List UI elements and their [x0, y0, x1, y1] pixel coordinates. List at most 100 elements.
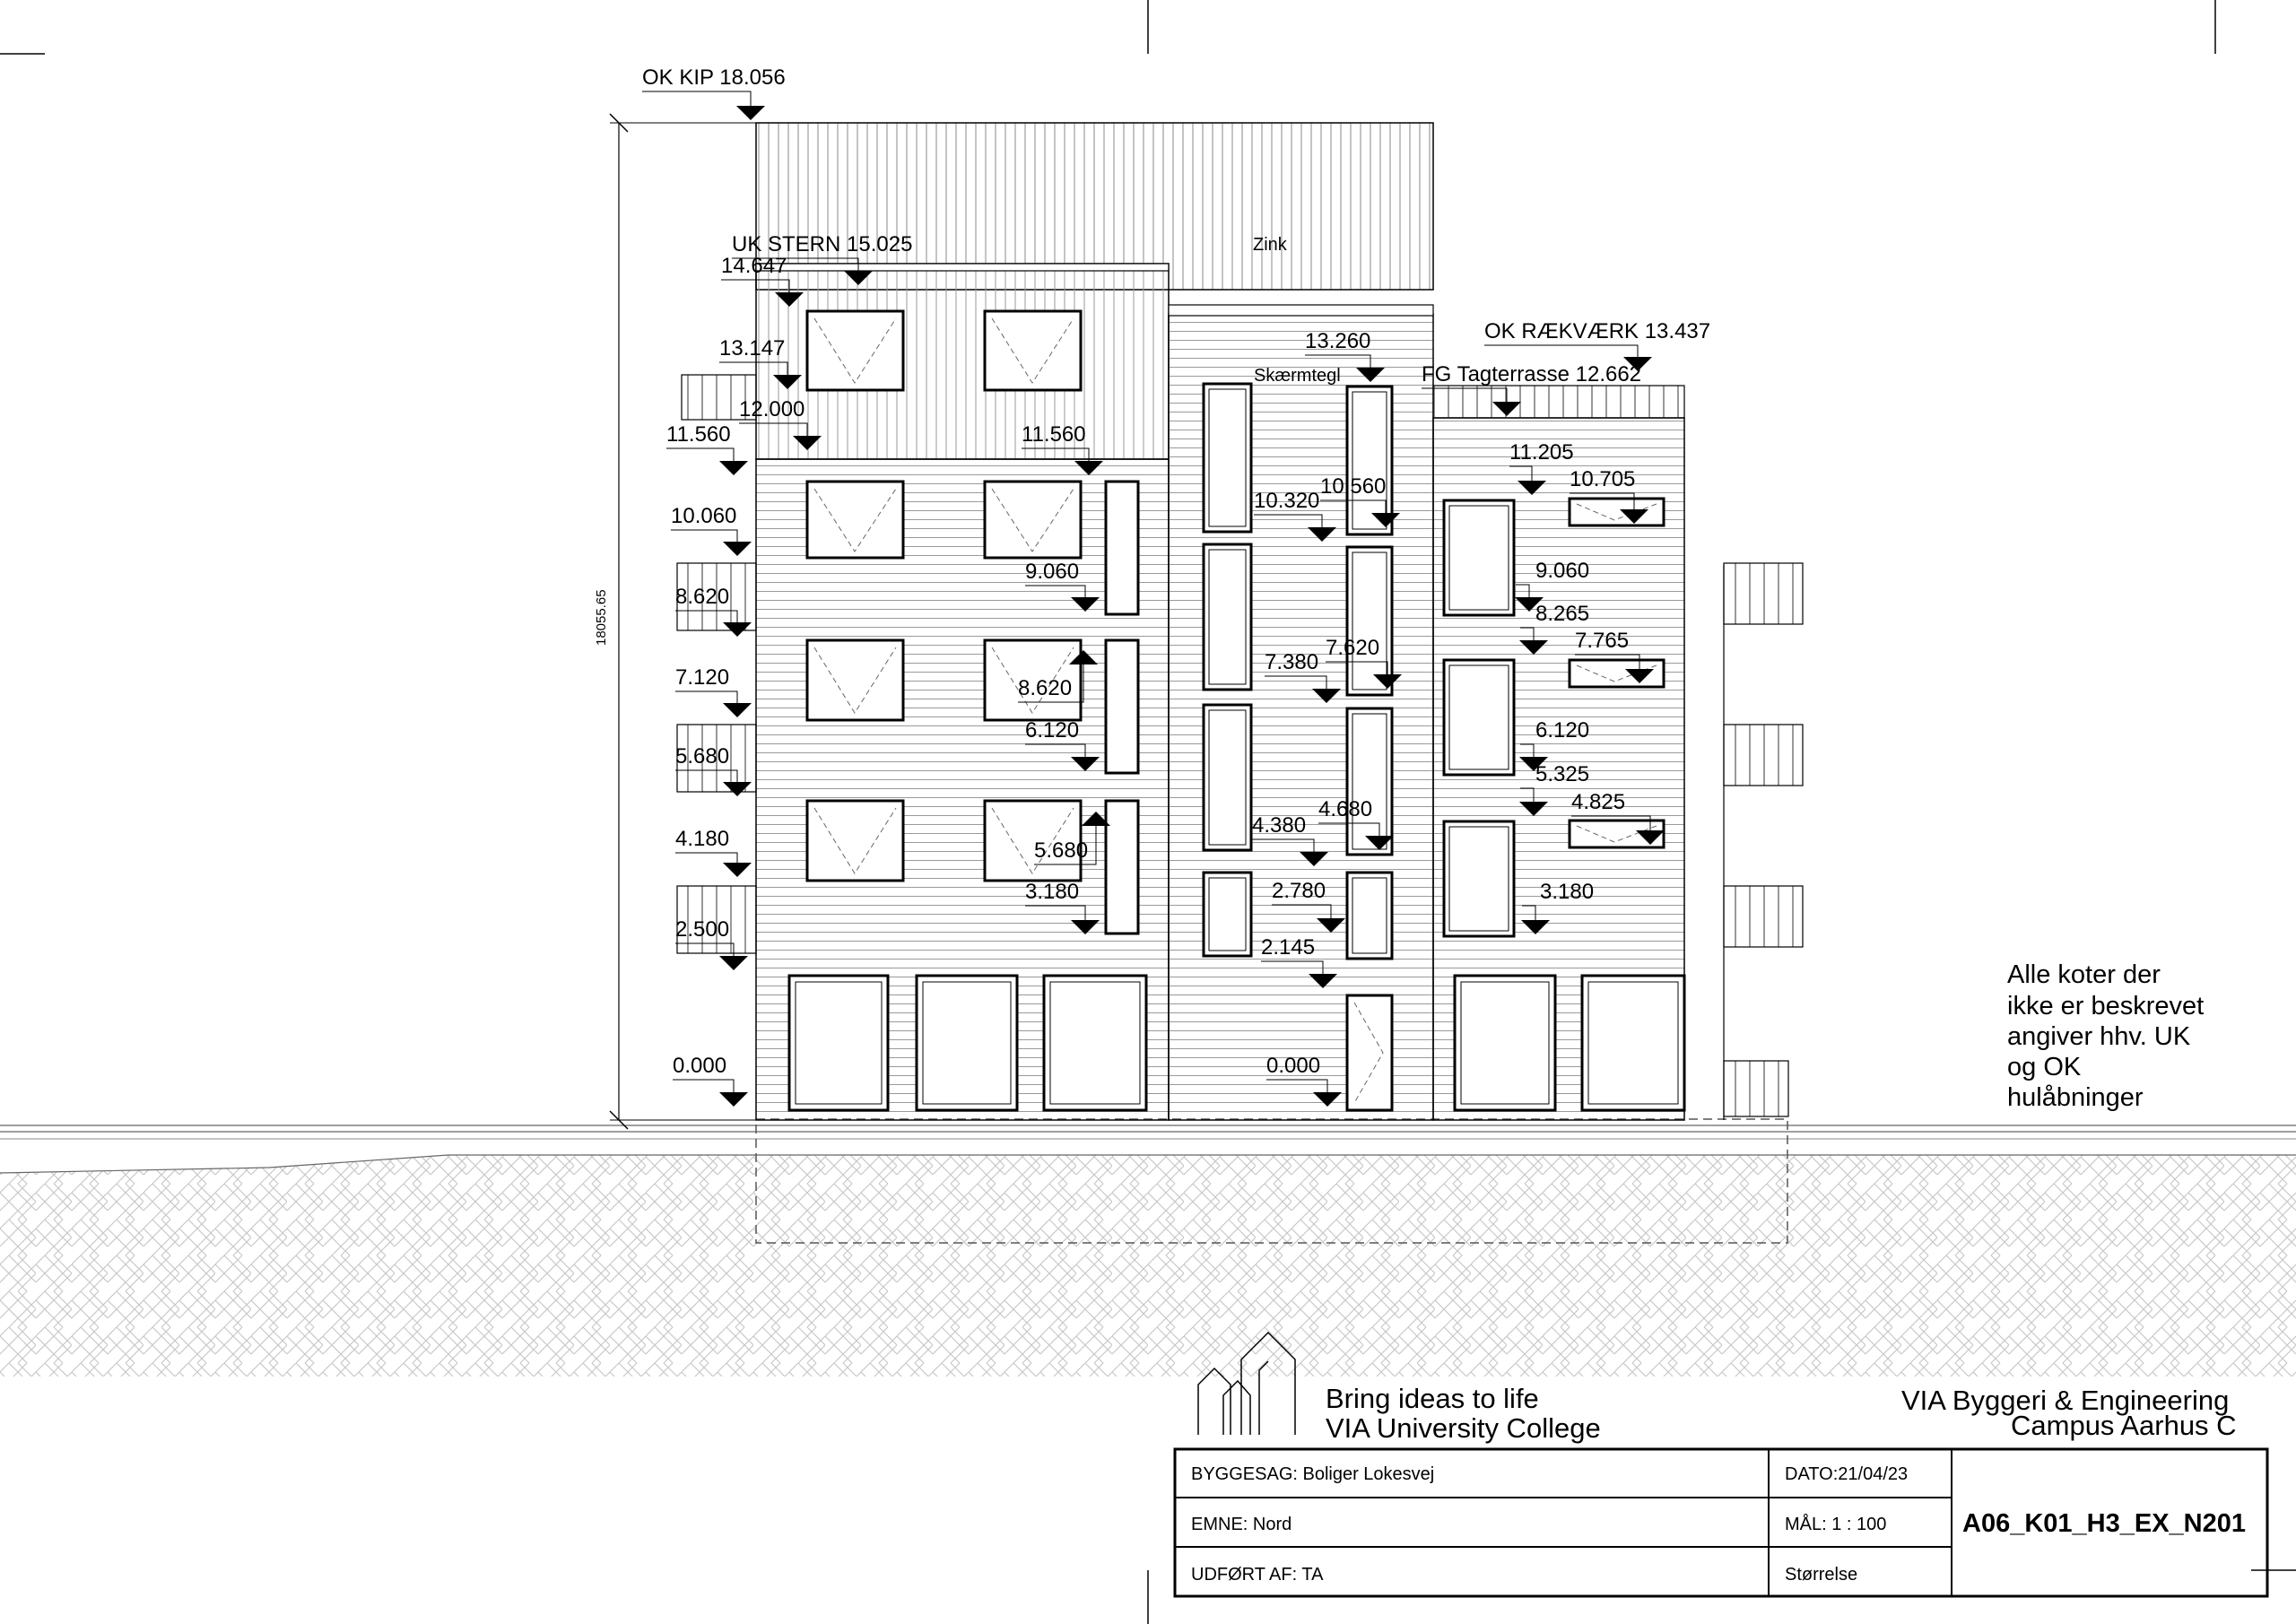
level-leader	[1266, 1079, 1328, 1092]
level-marker: 10.320	[1254, 489, 1336, 542]
level-triangle	[1519, 802, 1548, 816]
level-leader	[1265, 675, 1327, 689]
level-value: 9.060	[1025, 560, 1079, 584]
level-value: 10.060	[671, 504, 736, 528]
level-value: 10.320	[1254, 489, 1319, 513]
level-leader	[1320, 499, 1387, 513]
level-value: 4.680	[1318, 797, 1372, 821]
level-value: 12.000	[739, 397, 804, 421]
level-marker: 2.780	[1272, 879, 1345, 933]
level-triangle	[1071, 920, 1100, 934]
level-marker: 11.205	[1509, 440, 1574, 495]
level-leader	[721, 279, 790, 292]
level-leader	[1305, 354, 1371, 368]
note-line-5: hulåbninger	[2007, 1083, 2144, 1112]
level-leader	[1025, 905, 1086, 920]
level-leader	[1570, 492, 1635, 509]
level-marker: 0.000	[1266, 1054, 1342, 1107]
level-triangle	[1069, 650, 1098, 664]
block-middle: Skærmtegl	[1168, 304, 1434, 1121]
level-leader	[671, 529, 738, 542]
roof-zinc: Zink	[755, 122, 1434, 291]
level-marker: 7.620	[1326, 636, 1402, 689]
level-marker: 9.060	[1515, 559, 1589, 612]
level-triangle	[1625, 669, 1654, 683]
level-leader	[739, 422, 808, 436]
brand-dept: VIA Byggeri & Engineering	[1901, 1385, 2229, 1416]
level-marker: 11.560	[666, 422, 748, 475]
level-triangle	[1313, 1092, 1342, 1107]
level-marker: OK KIP 18.056	[642, 65, 786, 120]
level-leader	[675, 610, 738, 622]
level-leader	[666, 447, 735, 461]
level-value: 10.560	[1320, 474, 1386, 499]
level-triangle	[1309, 974, 1337, 988]
level-value: 3.180	[1025, 880, 1079, 904]
level-leader	[1509, 465, 1533, 481]
level-value: 8.265	[1535, 602, 1589, 626]
note-line-1: Alle koter der	[2007, 960, 2161, 989]
level-marker: 13.260	[1305, 329, 1385, 382]
brand-slogan: Bring ideas to life	[1326, 1383, 1539, 1414]
level-value: 3.180	[1540, 880, 1594, 904]
level-value: UK STERN 15.025	[732, 232, 912, 256]
level-leader	[732, 257, 859, 271]
level-leader	[1254, 514, 1323, 527]
level-triangle	[1365, 836, 1394, 850]
note-line-3: angiver hhv. UK	[2007, 1022, 2191, 1051]
level-leader	[1022, 447, 1090, 461]
level-value: 10.705	[1570, 467, 1635, 491]
title-block: BYGGESAG: Boliger Lokesvej EMNE: Nord UD…	[1173, 1447, 2269, 1598]
level-triangle	[1515, 597, 1544, 612]
level-leader	[1018, 663, 1084, 703]
level-marker: 7.765	[1575, 629, 1654, 683]
level-leader	[1318, 822, 1380, 836]
level-marker: 7.380	[1265, 650, 1341, 703]
level-marker: 10.060	[671, 504, 752, 556]
level-value: 9.060	[1535, 559, 1589, 583]
level-value: 4.380	[1252, 813, 1306, 838]
level-marker: 8.620	[675, 585, 752, 637]
dormer-volume	[681, 263, 1170, 460]
level-triangle	[1317, 918, 1345, 933]
tb-emne: EMNE: Nord	[1191, 1515, 1292, 1534]
level-triangle	[719, 461, 748, 475]
level-marker: 4.180	[675, 827, 752, 877]
level-triangle	[1308, 527, 1336, 542]
level-triangle	[1518, 481, 1546, 495]
brand-college: VIA University College	[1326, 1412, 1601, 1444]
level-marker: 0.000	[673, 1054, 748, 1107]
level-value: 7.620	[1326, 636, 1379, 660]
level-marker: OK RÆKVÆRK 13.437	[1484, 319, 1710, 371]
level-triangle	[1300, 852, 1328, 866]
level-value: 4.825	[1571, 790, 1625, 814]
level-triangle	[1082, 812, 1110, 826]
level-marker: 4.380	[1252, 813, 1328, 866]
level-marker: 10.705	[1570, 467, 1648, 524]
tb-udfort: UDFØRT AF: TA	[1191, 1565, 1324, 1585]
level-triangle	[723, 863, 752, 877]
level-leader	[1520, 787, 1535, 802]
level-leader	[1522, 905, 1536, 920]
level-marker: FG Tagterrasse 12.662	[1422, 362, 1641, 416]
note-line-2: ikke er beskrevet	[2007, 992, 2204, 1020]
level-marker: 8.620	[1018, 650, 1098, 703]
tb-byggesag: BYGGESAG: Boliger Lokesvej	[1191, 1464, 1434, 1484]
level-value: 14.647	[721, 254, 787, 278]
level-triangle	[1071, 597, 1100, 612]
level-triangle	[773, 375, 802, 389]
level-value: 2.780	[1272, 879, 1326, 903]
level-triangle	[793, 436, 822, 450]
level-value: OK RÆKVÆRK 13.437	[1484, 319, 1710, 343]
level-leader	[719, 361, 788, 375]
height-dimension: 18055.65	[594, 113, 756, 1130]
level-marker: 2.500	[675, 917, 748, 970]
level-marker: 8.265	[1519, 602, 1589, 655]
level-leader	[1520, 743, 1535, 757]
level-leader	[1520, 627, 1535, 640]
level-triangle	[1620, 509, 1648, 524]
level-marker: 2.145	[1261, 935, 1337, 988]
level-leader	[1516, 584, 1530, 597]
